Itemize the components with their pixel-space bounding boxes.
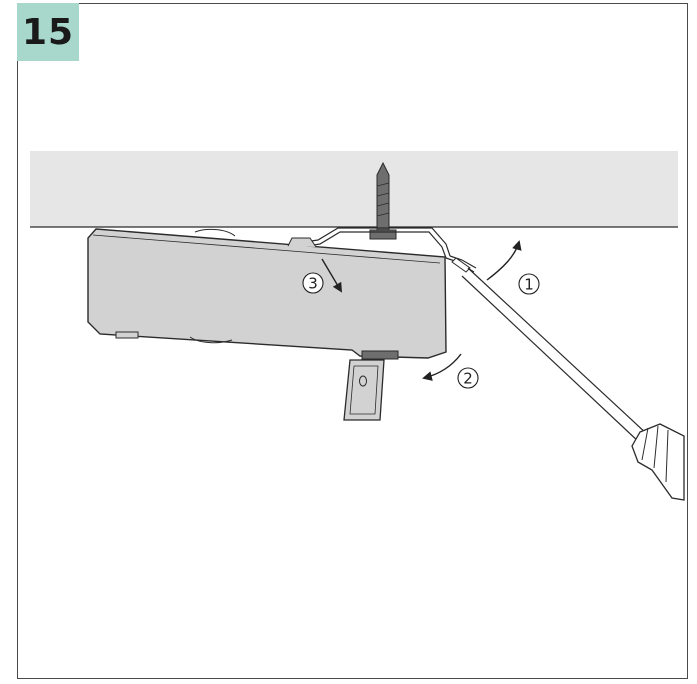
- callout-1-label: 1: [524, 276, 534, 294]
- hanging-bracket: [343, 359, 385, 421]
- callout-3-label: 3: [308, 275, 318, 293]
- callout-3: 3: [302, 272, 324, 294]
- callout-2-label: 2: [463, 370, 473, 388]
- screwdriver-icon: [451, 257, 685, 501]
- mounting-bracket: [297, 227, 477, 273]
- callout-2: 2: [457, 367, 479, 389]
- screw-icon: [369, 161, 397, 240]
- device-housing: [87, 228, 447, 360]
- step-number: 15: [21, 11, 75, 53]
- ceiling-surface: [30, 151, 678, 227]
- rotate-arrow-icon: [321, 240, 522, 381]
- callout-1: 1: [518, 273, 540, 295]
- step-number-badge: 15: [17, 3, 79, 61]
